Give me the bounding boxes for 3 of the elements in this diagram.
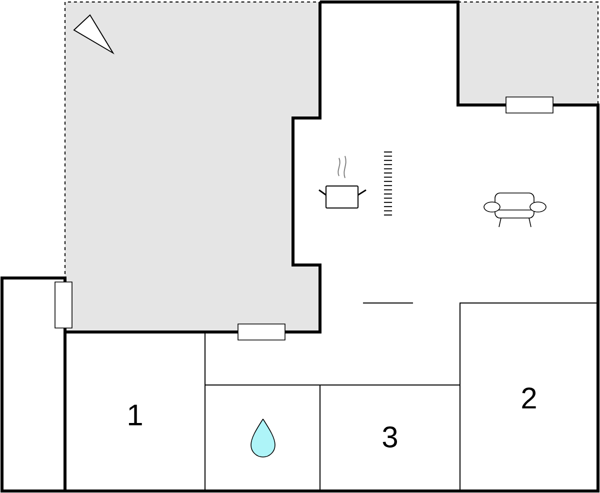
room-box: 2 xyxy=(460,302,598,492)
room-box: 3 xyxy=(320,384,460,492)
room-box: 1 xyxy=(64,332,206,492)
